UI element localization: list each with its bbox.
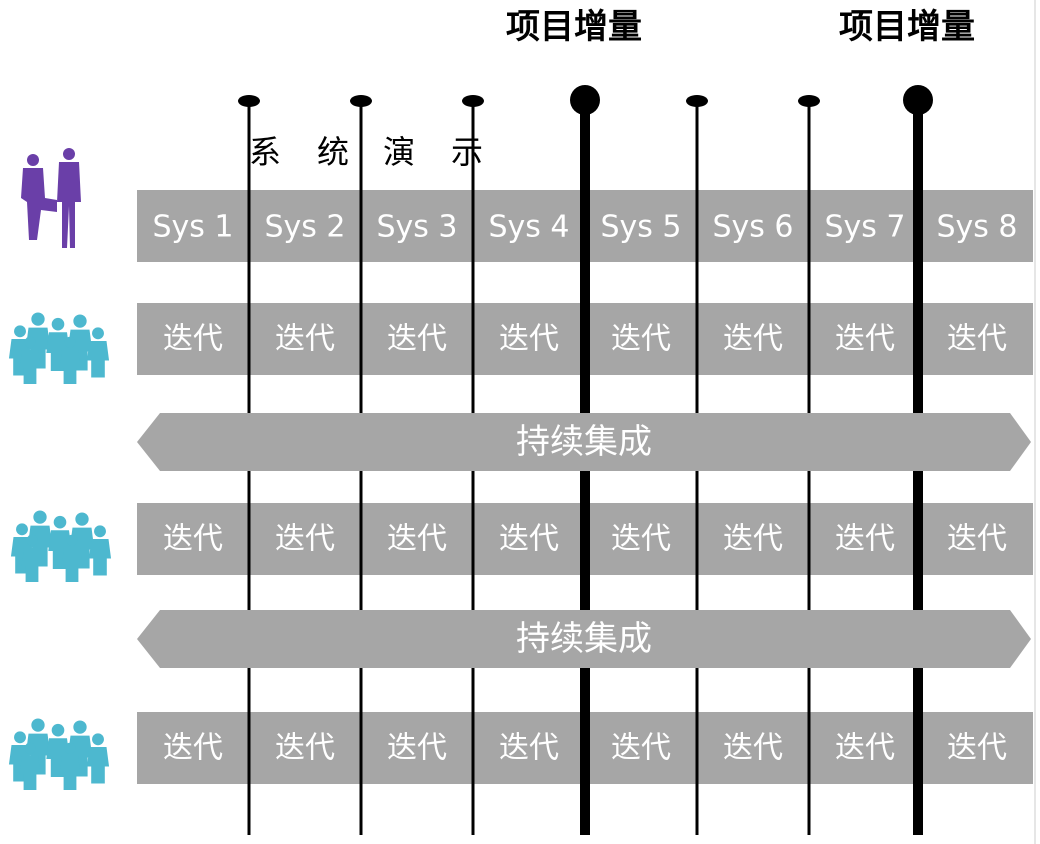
sys-label-6: Sys 6 [712, 210, 793, 245]
system-demo-char-4: 示 [451, 133, 483, 171]
iteration-label: 迭代 [499, 731, 559, 766]
continuous-integration-label: 持续集成 [516, 619, 652, 659]
iteration-label: 迭代 [499, 322, 559, 357]
milestone-label-2: 项目增量 [839, 7, 975, 47]
iteration-label: 迭代 [947, 731, 1007, 766]
iteration-label: 迭代 [163, 731, 223, 766]
iteration-label: 迭代 [723, 522, 783, 557]
iteration-label: 迭代 [611, 731, 671, 766]
increment-marker-2 [903, 85, 933, 115]
team-group-icon [10, 510, 112, 582]
iteration-label: 迭代 [275, 322, 335, 357]
continuous-integration-arrow-2 [137, 610, 1031, 668]
team-group-icon [8, 312, 110, 384]
iteration-label: 迭代 [163, 522, 223, 557]
business-people-icon [21, 148, 81, 248]
iteration-label: 迭代 [387, 731, 447, 766]
system-demo-char-2: 统 [317, 133, 349, 171]
iteration-label: 迭代 [947, 322, 1007, 357]
iteration-label: 迭代 [835, 731, 895, 766]
iteration-label: 迭代 [275, 731, 335, 766]
sync-pin-5 [798, 95, 820, 107]
iteration-label: 迭代 [275, 522, 335, 557]
iteration-label: 迭代 [387, 522, 447, 557]
team-member-icon [86, 327, 110, 378]
team-member-icon [88, 525, 112, 576]
team-group-icon [8, 718, 110, 790]
leader-body [21, 168, 57, 240]
iteration-label: 迭代 [723, 322, 783, 357]
iteration-label: 迭代 [611, 322, 671, 357]
system-demo-char-1: 系 [249, 133, 281, 171]
iteration-label: 迭代 [947, 522, 1007, 557]
milestone-label-1: 项目增量 [506, 7, 642, 47]
sync-pin-4 [686, 95, 708, 107]
system-demo-char-3: 演 [383, 133, 415, 171]
team-member-icon [86, 733, 110, 784]
sys-label-8: Sys 8 [936, 210, 1017, 245]
sync-pin-1 [238, 95, 260, 107]
sys-label-7: Sys 7 [824, 210, 905, 245]
sys-label-2: Sys 2 [264, 210, 345, 245]
leader-head [63, 148, 75, 160]
leader-head [27, 154, 39, 166]
continuous-integration-arrow-1 [137, 413, 1031, 471]
iteration-label: 迭代 [163, 322, 223, 357]
sys-label-1: Sys 1 [152, 210, 233, 245]
right-edge [1034, 0, 1036, 844]
sync-pin-3 [462, 95, 484, 107]
iteration-label: 迭代 [611, 522, 671, 557]
increment-marker-1 [570, 85, 600, 115]
iteration-label: 迭代 [499, 522, 559, 557]
sync-pin-2 [350, 95, 372, 107]
continuous-integration-label: 持续集成 [516, 422, 652, 462]
sys-label-3: Sys 3 [376, 210, 457, 245]
iteration-label: 迭代 [387, 322, 447, 357]
iteration-label: 迭代 [723, 731, 783, 766]
leader-body [57, 162, 81, 248]
iteration-label: 迭代 [835, 522, 895, 557]
sys-label-5: Sys 5 [600, 210, 681, 245]
iteration-label: 迭代 [835, 322, 895, 357]
sys-label-4: Sys 4 [488, 210, 569, 245]
